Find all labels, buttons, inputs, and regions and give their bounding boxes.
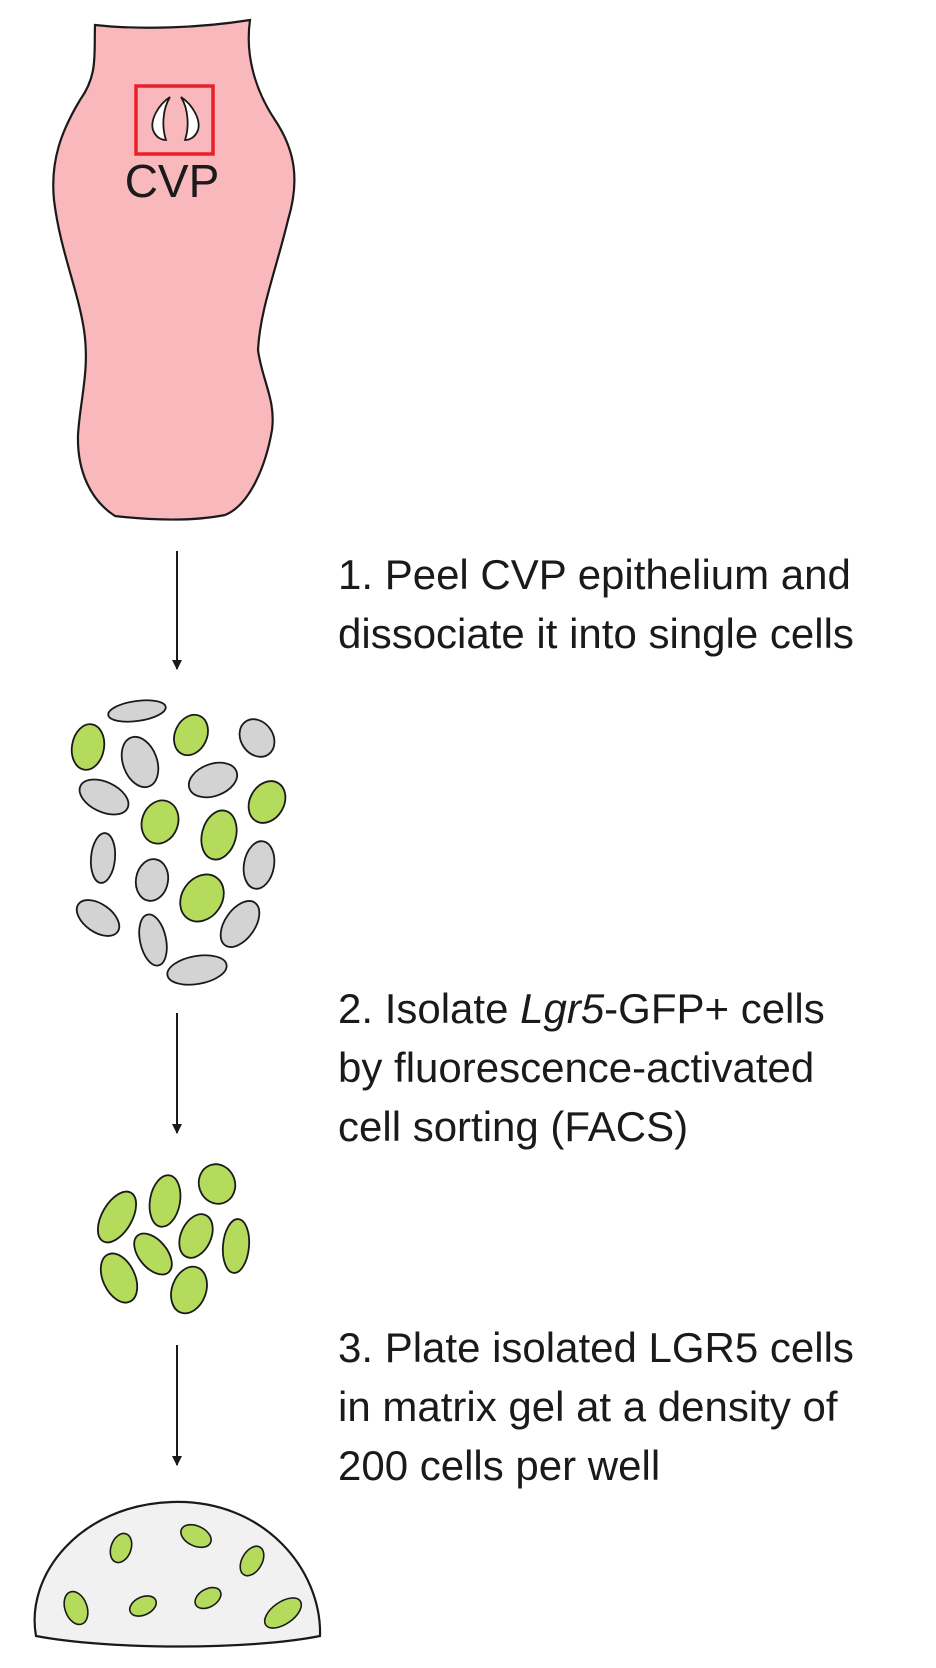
cell-gfp bbox=[109, 1532, 133, 1564]
cell-other bbox=[138, 913, 168, 967]
cell-gfp bbox=[178, 1213, 214, 1259]
cell-other bbox=[242, 840, 276, 890]
cell-other bbox=[219, 900, 261, 948]
tissue-outline bbox=[52, 18, 296, 521]
step-3-text: 3. Plate isolated LGR5 cells in matrix g… bbox=[338, 1318, 854, 1495]
cell-gfp bbox=[263, 1597, 303, 1629]
step-2-suffix: -GFP+ cells bbox=[604, 985, 825, 1032]
cell-gfp bbox=[63, 1590, 89, 1626]
cell-gfp bbox=[179, 873, 225, 923]
cvp-highlight-box bbox=[134, 84, 215, 156]
cell-other bbox=[78, 778, 130, 816]
step-3-line-1: 3. Plate isolated LGR5 cells bbox=[338, 1324, 854, 1371]
cell-other bbox=[134, 858, 170, 902]
step-1-line-2: dissociate it into single cells bbox=[338, 610, 854, 657]
step-3-line-2: in matrix gel at a density of bbox=[338, 1383, 838, 1430]
sorted-gfp-cells bbox=[97, 1163, 251, 1315]
cell-gfp bbox=[221, 1218, 251, 1274]
step-2-line-1: 2. Isolate Lgr5-GFP+ cells bbox=[338, 979, 825, 1038]
cell-gfp bbox=[200, 809, 238, 861]
papilla-right-icon bbox=[180, 96, 200, 141]
cell-gfp bbox=[148, 1174, 182, 1228]
cell-other bbox=[120, 735, 160, 789]
cell-gfp bbox=[133, 1232, 173, 1276]
cell-gfp bbox=[173, 713, 209, 757]
gene-name: Lgr5 bbox=[520, 985, 605, 1032]
cell-gfp bbox=[99, 1252, 139, 1304]
step-1-line-1: 1. Peel CVP epithelium and bbox=[338, 551, 851, 598]
cell-gfp bbox=[140, 799, 180, 845]
cell-gfp bbox=[97, 1190, 137, 1244]
cell-other bbox=[187, 761, 239, 799]
matrix-gel-dome bbox=[33, 1500, 322, 1648]
dissociated-cells bbox=[70, 699, 287, 986]
cvp-label: CVP bbox=[125, 155, 220, 207]
step-1-text: 1. Peel CVP epithelium and dissociate it… bbox=[338, 545, 854, 663]
step-2-prefix: 2. Isolate bbox=[338, 985, 521, 1032]
cell-gfp bbox=[70, 723, 106, 771]
step-2-text: 2. Isolate Lgr5-GFP+ cells by fluorescen… bbox=[338, 979, 825, 1156]
cell-other bbox=[238, 718, 276, 758]
cell-other bbox=[166, 954, 228, 986]
cell-gfp bbox=[247, 780, 287, 824]
cell-gfp bbox=[180, 1523, 212, 1549]
cell-gfp bbox=[128, 1595, 158, 1617]
step-2-line-3: cell sorting (FACS) bbox=[338, 1103, 689, 1150]
cell-gfp bbox=[239, 1545, 265, 1577]
cell-gfp bbox=[197, 1163, 237, 1205]
cell-other bbox=[75, 899, 121, 937]
cell-other bbox=[107, 699, 167, 723]
cell-gfp bbox=[170, 1265, 208, 1315]
papilla-left-icon bbox=[151, 96, 171, 141]
gel-dome-outline bbox=[33, 1500, 322, 1648]
step-2-line-2: by fluorescence-activated bbox=[338, 1044, 815, 1091]
tongue-tissue: CVP bbox=[52, 18, 296, 521]
cell-gfp bbox=[194, 1586, 222, 1610]
cell-other bbox=[89, 832, 117, 884]
step-3-line-3: 200 cells per well bbox=[338, 1442, 661, 1489]
